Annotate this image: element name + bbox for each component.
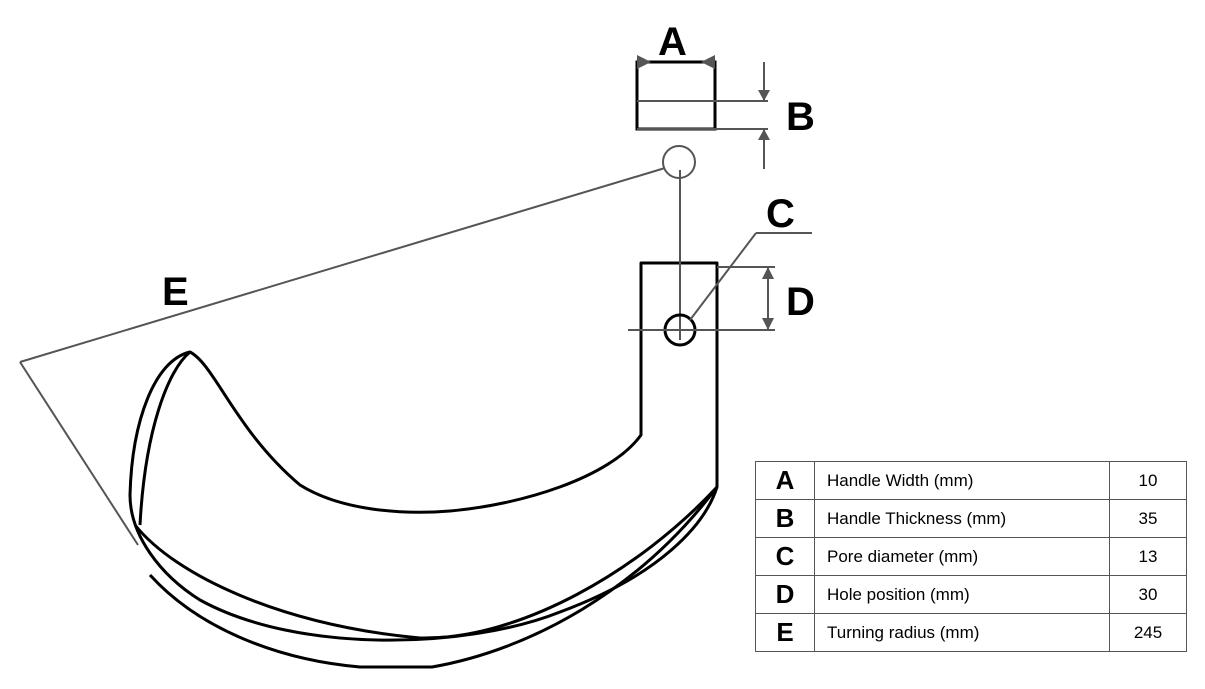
spec-value: 245 <box>1109 613 1187 652</box>
dimension-d-arrow-bottom <box>762 318 774 330</box>
spec-key: C <box>755 537 815 576</box>
spec-key: D <box>755 575 815 614</box>
callout-e: E <box>162 270 189 314</box>
spec-value: 35 <box>1109 499 1187 538</box>
callout-d: D <box>786 280 815 324</box>
spec-row-d: D Hole position (mm) 30 <box>755 575 1187 614</box>
hole-dimensions <box>628 145 812 347</box>
dimension-d-arrow-top <box>762 267 774 279</box>
spec-key: B <box>755 499 815 538</box>
handle-cross-section <box>635 55 770 169</box>
spec-label: Handle Width (mm) <box>814 461 1110 500</box>
spec-label: Turning radius (mm) <box>814 613 1110 652</box>
dimension-b-arrow-top <box>758 90 770 101</box>
pivot-circle <box>662 145 696 179</box>
dimension-a-arrow-left <box>637 55 651 69</box>
spec-label: Pore diameter (mm) <box>814 537 1110 576</box>
spec-row-e: E Turning radius (mm) 245 <box>755 613 1187 652</box>
callout-a: A <box>658 20 687 64</box>
spec-table: A Handle Width (mm) 10 B Handle Thicknes… <box>755 461 1187 652</box>
spec-key: E <box>755 613 815 652</box>
blade-outline <box>128 261 719 669</box>
spec-label: Handle Thickness (mm) <box>814 499 1110 538</box>
spec-row-c: C Pore diameter (mm) 13 <box>755 537 1187 576</box>
callout-c: C <box>766 192 795 236</box>
spec-label: Hole position (mm) <box>814 575 1110 614</box>
dimension-a-arrow-right <box>701 55 715 69</box>
spec-key: A <box>755 461 815 500</box>
spec-value: 13 <box>1109 537 1187 576</box>
spec-value: 30 <box>1109 575 1187 614</box>
dimension-b-arrow-bottom <box>758 129 770 140</box>
spec-row-a: A Handle Width (mm) 10 <box>755 461 1187 500</box>
turning-radius-lines <box>19 167 666 546</box>
callout-b: B <box>786 95 815 139</box>
spec-row-b: B Handle Thickness (mm) 35 <box>755 499 1187 538</box>
spec-value: 10 <box>1109 461 1187 500</box>
